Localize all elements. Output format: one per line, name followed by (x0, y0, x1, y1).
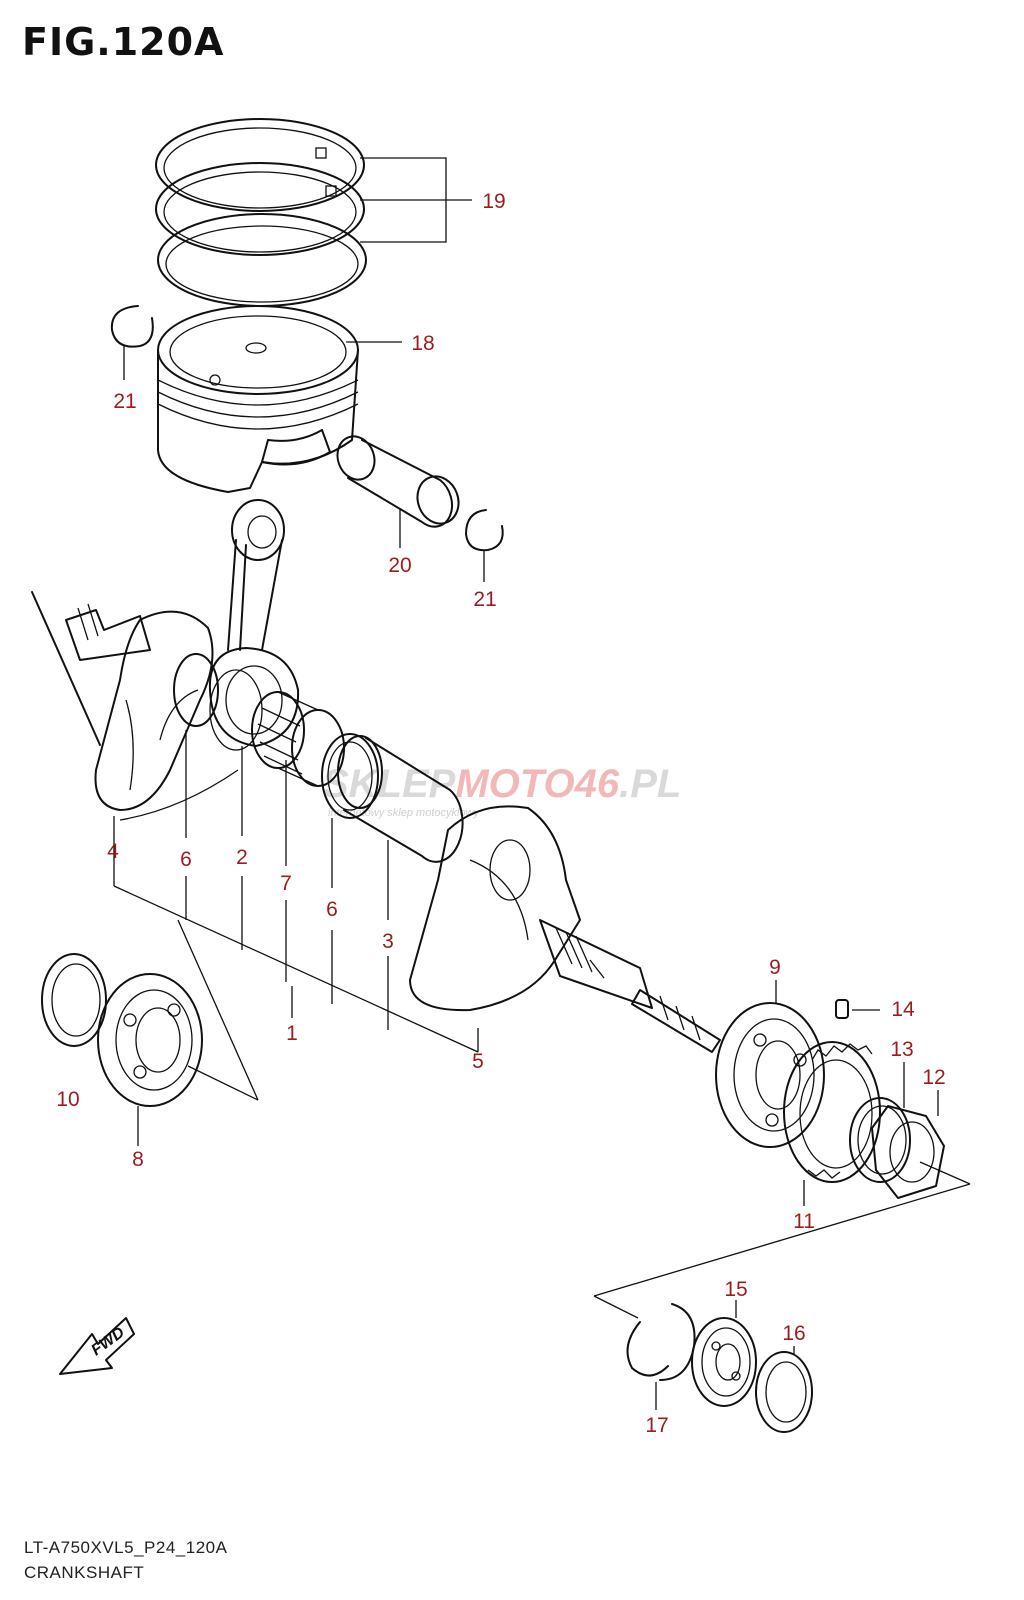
section-name: CRANKSHAFT (24, 1563, 145, 1582)
callout-6-left: 6 (180, 848, 192, 871)
watermark-brand: SKLEPMOTO46.PL (322, 762, 681, 806)
needle-bearing (251, 691, 345, 787)
model-code: LT-A750XVL5_P24_120A (24, 1538, 228, 1557)
piston-rings (155, 118, 367, 307)
ball-bearing-small (691, 1317, 757, 1407)
dowel-pin (835, 999, 849, 1019)
crankshaft-gear (783, 1041, 881, 1183)
piston-pin-circlips (110, 305, 504, 552)
piston-pin (336, 435, 460, 528)
callout-8: 8 (132, 1148, 144, 1171)
oil-seal-left (41, 953, 107, 1047)
ball-bearing-right (715, 1002, 825, 1148)
callout-18: 18 (411, 332, 434, 355)
callout-2: 2 (236, 846, 248, 869)
crankshaft-right (409, 805, 721, 1053)
figure-title: FIG.120A (22, 20, 225, 64)
ball-bearing-left (97, 973, 203, 1107)
callout-19: 19 (482, 190, 505, 213)
callout-3: 3 (382, 930, 394, 953)
callout-10: 10 (56, 1088, 79, 1111)
fwd-label: FWD (88, 1324, 128, 1359)
callout-14: 14 (891, 998, 915, 1021)
callout-21-left: 21 (113, 390, 136, 413)
callout-11: 11 (793, 1210, 815, 1233)
oil-seal-right (755, 1351, 813, 1433)
callout-9: 9 (769, 956, 781, 979)
lead-lines (113, 157, 971, 1410)
callout-1: 1 (286, 1022, 298, 1045)
bearing-circlip (626, 1303, 696, 1381)
callout-4: 4 (107, 840, 119, 863)
crank-pin (337, 735, 464, 863)
callout-5: 5 (472, 1050, 484, 1073)
callout-20: 20 (388, 554, 411, 577)
callout-12: 12 (922, 1066, 945, 1089)
callout-15: 15 (724, 1278, 747, 1301)
callout-7: 7 (280, 872, 292, 895)
callout-6-right: 6 (326, 898, 338, 921)
callouts: 19 18 21 20 21 4 6 2 7 6 3 1 5 10 8 9 14… (56, 190, 945, 1437)
callout-17: 17 (645, 1414, 668, 1437)
thrust-washer (321, 733, 379, 819)
fwd-arrow: FWD (59, 1317, 135, 1375)
piston (157, 305, 359, 493)
callout-21-right: 21 (473, 588, 496, 611)
connecting-rod (208, 499, 300, 747)
callout-16: 16 (782, 1322, 805, 1345)
callout-13: 13 (890, 1038, 913, 1061)
crankshaft-nut (871, 1105, 945, 1199)
crankshaft-left (31, 591, 263, 821)
gear-washer (849, 1097, 911, 1183)
